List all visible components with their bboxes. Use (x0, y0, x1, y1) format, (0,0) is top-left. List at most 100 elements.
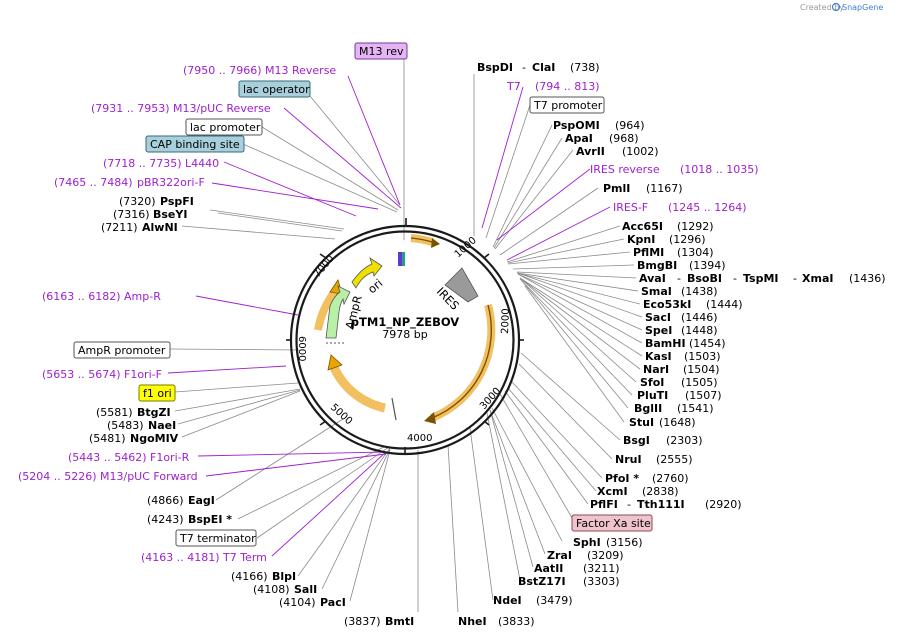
enzyme-name: AlwNI (142, 221, 178, 234)
enzyme-name: BtgZI (137, 406, 171, 419)
factor-xa-site-label: Factor Xa site (576, 517, 651, 530)
lac-promoter-box (185, 118, 263, 136)
enzyme-pos: (738) (570, 61, 600, 74)
boxed-labels: M13 rev lac operator lac promoter CAP bi… (73, 42, 653, 547)
ampr-promoter-box (73, 341, 171, 359)
t7-terminator-label: T7 terminator (179, 532, 256, 545)
credit-text: Created by (800, 3, 844, 12)
enzyme-name: BglII (634, 402, 662, 415)
enzyme-name: PacI (320, 596, 346, 609)
lac-operator-box (238, 80, 311, 98)
ires-feature: IRES (434, 267, 479, 313)
primer-name: T7 (506, 80, 521, 93)
snapgene-logo-icon (831, 2, 841, 12)
primer-pos: (4163 .. 4181) (141, 551, 220, 564)
enzyme-pos: (1167) (646, 182, 683, 195)
enzyme-pos: (7320) (119, 195, 156, 208)
primer-name: M13 Reverse (265, 64, 336, 77)
t7-terminator-box (175, 529, 257, 547)
leader-lines-right (447, 74, 643, 613)
enzyme-pos: (5581) (96, 406, 133, 419)
primer-name: M13/pUC Forward (100, 470, 198, 483)
primer-pos: (7950 .. 7966) (183, 64, 262, 77)
enzyme-name: SacI (645, 311, 671, 324)
enzyme-pos: (3209) (587, 549, 624, 562)
enzyme-name: SfoI (640, 376, 664, 389)
enzyme-name: NaeI (148, 419, 176, 432)
primer-name: IRES reverse (590, 163, 660, 176)
ori-label: ori (365, 276, 385, 296)
lac-operator-label: lac operator (243, 83, 310, 96)
enzyme-sep: - (522, 61, 526, 74)
primer-name: pBR322ori-F (137, 176, 205, 189)
primer-pos: (794 .. 813) (535, 80, 600, 93)
enzymes-right: BspDI - ClaI (738) PspOMI (964) ApaI (96… (458, 61, 886, 628)
enzyme-name: Tth111I (637, 498, 685, 511)
enzyme-pos: (1454) (689, 337, 726, 350)
enzyme-name: AatII (534, 562, 563, 575)
enzyme-name: BmgBI (637, 259, 677, 272)
enzyme-pos: (7211) (101, 221, 138, 234)
primer-pos: (7718 .. 7735) (103, 157, 182, 170)
ampr-arrow (325, 285, 351, 339)
enzyme-pos: (1002) (622, 145, 659, 158)
enzyme-name: BmtI (385, 615, 414, 628)
ori-arrow (351, 257, 383, 289)
primer-pos: (1018 .. 1035) (680, 163, 759, 176)
orf-arc-np-core (431, 304, 493, 419)
enzyme-name: ApaI (565, 132, 593, 145)
enzyme-name: SmaI (641, 285, 672, 298)
enzyme-name: TspMI (743, 272, 779, 285)
enzyme-pos: (964) (615, 119, 645, 132)
enzyme-pos: (2303) (666, 434, 703, 447)
t7-terminator-mark (391, 397, 397, 421)
primer-name: IRES-F (613, 201, 648, 214)
enzyme-pos: (1394) (689, 259, 726, 272)
top-marks (326, 252, 405, 421)
enzyme-pos: (5483) (107, 419, 144, 432)
enzyme-name: Eco53kI (643, 298, 691, 311)
t7-promoter-label: T7 promoter (533, 99, 603, 112)
primer-name: Amp-R (124, 290, 161, 303)
primer-pos: (5204 .. 5226) (18, 470, 97, 483)
enzyme-sep: - (627, 498, 631, 511)
enzyme-name: PspFI (160, 195, 194, 208)
t7-promoter-box (529, 96, 605, 114)
enzyme-pos: (1436) (849, 272, 886, 285)
enzyme-name: BseYI (153, 208, 187, 221)
orf-arrowhead-small (431, 238, 440, 248)
tick-label-4000: 4000 (407, 433, 432, 444)
enzyme-name: SalI (294, 583, 317, 596)
m13-rev-box (354, 42, 408, 60)
enzyme-name: PluTI (637, 389, 668, 402)
enzymes-left: (7320) PspFI (7316) BseYI (7211) AlwNI (… (89, 195, 414, 628)
enzyme-pos: (1446) (681, 311, 718, 324)
enzyme-name: BspEI * (188, 513, 232, 526)
enzyme-pos: (968) (609, 132, 639, 145)
enzyme-name: BsgI (623, 434, 650, 447)
enzyme-sep: - (733, 272, 737, 285)
enzyme-pos: (4866) (147, 494, 184, 507)
enzyme-name: BsoBI (687, 272, 722, 285)
enzyme-pos: (3479) (536, 594, 573, 607)
ires-shape (444, 267, 479, 303)
enzyme-pos: (1292) (677, 220, 714, 233)
primer-pos: (5443 .. 5462) (68, 451, 147, 464)
enzyme-sep: - (677, 272, 681, 285)
tick-label-6000: 6000 (296, 336, 307, 361)
enzyme-pos: (4108) (253, 583, 290, 596)
enzyme-name: BstZ17I (518, 575, 566, 588)
enzyme-pos: (3837) (344, 615, 381, 628)
enzyme-name: StuI (629, 416, 654, 429)
enzyme-name: NgoMIV (130, 432, 179, 445)
enzyme-pos: (2555) (656, 453, 693, 466)
enzyme-name: ZraI (547, 549, 572, 562)
enzyme-name: KasI (645, 350, 672, 363)
enzyme-pos: (1444) (706, 298, 743, 311)
primer-pos: (7931 .. 7953) (91, 102, 170, 115)
snapgene-brand: SnapGene (842, 3, 883, 12)
enzyme-name: BspDI (477, 61, 513, 74)
enzyme-pos: (4166) (231, 570, 268, 583)
factor-xa-site-box (571, 514, 653, 532)
